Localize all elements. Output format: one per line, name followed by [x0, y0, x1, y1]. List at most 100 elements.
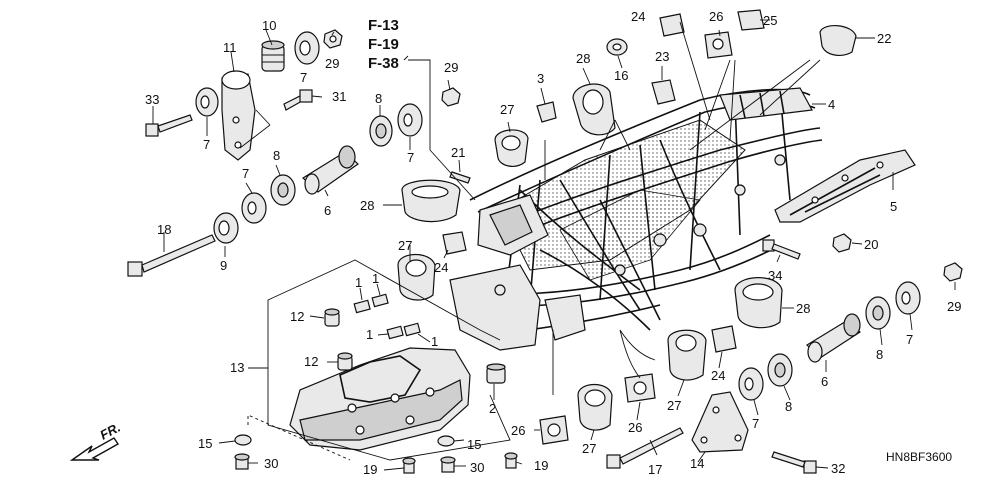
callout-27: 27 — [398, 238, 412, 253]
clamp-28-left — [401, 179, 461, 223]
clamp-26-bottom-left — [539, 415, 569, 445]
callout-26: 26 — [511, 423, 525, 438]
callout-12: 12 — [304, 354, 318, 369]
callout-14: 14 — [690, 456, 704, 471]
bolt-30-right — [440, 456, 456, 473]
callout-28: 28 — [576, 51, 590, 66]
callout-6: 6 — [821, 374, 828, 389]
rubber-cap-top — [294, 31, 320, 65]
diagram-code: HN8BF3600 — [886, 450, 952, 464]
nut-29-top — [323, 29, 343, 49]
clip-24-left — [442, 231, 467, 255]
callout-27: 27 — [500, 102, 514, 117]
callout-19: 19 — [363, 462, 377, 477]
callout-27: 27 — [667, 398, 681, 413]
callout-9: 9 — [220, 258, 227, 273]
ref-code-f19: F-19 — [368, 36, 399, 53]
clamp-26-bottom-right — [624, 373, 656, 403]
pad-1-d — [403, 322, 421, 337]
callout-24: 24 — [631, 9, 645, 24]
main-frame — [449, 87, 823, 351]
clamp-27-left — [397, 253, 436, 301]
rubber-7-left — [195, 87, 219, 117]
bracket-14 — [691, 391, 749, 453]
washer-15-left — [234, 434, 252, 446]
bushing-8-left — [270, 174, 296, 206]
callout-29: 29 — [325, 56, 339, 71]
callout-1: 1 — [431, 334, 438, 349]
clamp-27-right — [667, 329, 707, 381]
rubber-2 — [486, 363, 506, 384]
callout-24: 24 — [711, 368, 725, 383]
bushing-8-right-top — [865, 296, 891, 330]
rear-subframe — [774, 149, 916, 223]
pad-1-b — [371, 293, 389, 308]
callout-29: 29 — [947, 299, 961, 314]
rubber-7-mid — [241, 192, 267, 224]
callout-labels: 10 11 7 29 33 7 31 8 7 8 7 6 9 18 F-13 F… — [97, 9, 961, 477]
washer-15-right — [437, 435, 455, 447]
clamp-28-top — [572, 83, 616, 136]
clip-3 — [536, 101, 557, 123]
callout-24: 24 — [434, 260, 448, 275]
callout-21: 21 — [451, 145, 465, 160]
bushing-8-right-low — [767, 353, 793, 387]
callout-29: 29 — [444, 60, 458, 75]
callout-30: 30 — [470, 460, 484, 475]
bolt-34 — [762, 239, 801, 260]
callout-10: 10 — [262, 18, 276, 33]
nut-29-right — [943, 262, 963, 282]
engine-hanger-plate — [221, 70, 256, 161]
bolt-21 — [449, 171, 471, 184]
bolt-30-left — [234, 453, 250, 470]
callout-1: 1 — [355, 275, 362, 290]
nut-20 — [832, 233, 852, 253]
callout-3: 3 — [537, 71, 544, 86]
callout-15: 15 — [467, 437, 481, 452]
callout-4: 4 — [828, 97, 835, 112]
callout-7: 7 — [407, 150, 414, 165]
callout-30: 30 — [264, 456, 278, 471]
callout-11: 11 — [223, 40, 237, 55]
callout-8: 8 — [785, 399, 792, 414]
callout-16: 16 — [614, 68, 628, 83]
washer-16 — [606, 38, 628, 56]
callout-26: 26 — [628, 420, 642, 435]
callout-18: 18 — [157, 222, 171, 237]
callout-12: 12 — [290, 309, 304, 324]
front-arrow-icon — [69, 437, 120, 461]
callout-26: 26 — [709, 9, 723, 24]
callout-1: 1 — [366, 327, 373, 342]
clamp-26-top — [704, 31, 733, 59]
collar-6-right — [806, 313, 861, 363]
clamp-27-bottom — [577, 383, 613, 431]
callout-7: 7 — [203, 137, 210, 152]
bolt-32 — [771, 451, 817, 474]
callout-23: 23 — [655, 49, 669, 64]
callout-8: 8 — [375, 91, 382, 106]
callout-13: 13 — [230, 360, 244, 375]
clamp-27-top — [494, 129, 529, 167]
callout-34: 34 — [768, 268, 782, 283]
bolt-31 — [283, 89, 313, 111]
callout-28: 28 — [360, 198, 374, 213]
clip-24-right — [711, 325, 737, 353]
callout-5: 5 — [890, 199, 897, 214]
callout-1: 1 — [372, 271, 379, 286]
callout-31: 31 — [332, 89, 346, 104]
pad-1-a — [353, 299, 371, 314]
ref-code-f38: F-38 — [368, 55, 399, 72]
clip-23 — [651, 79, 676, 105]
bolt-19-left — [402, 457, 416, 474]
collar-9 — [213, 212, 239, 244]
callout-8: 8 — [876, 347, 883, 362]
callout-32: 32 — [831, 461, 845, 476]
rubber-7-upper — [397, 103, 423, 137]
callout-20: 20 — [864, 237, 878, 252]
callout-27: 27 — [582, 441, 596, 456]
callout-6: 6 — [324, 203, 331, 218]
bushing-8-upper — [369, 115, 393, 147]
skid-plate — [289, 347, 471, 451]
callout-2: 2 — [489, 401, 496, 416]
